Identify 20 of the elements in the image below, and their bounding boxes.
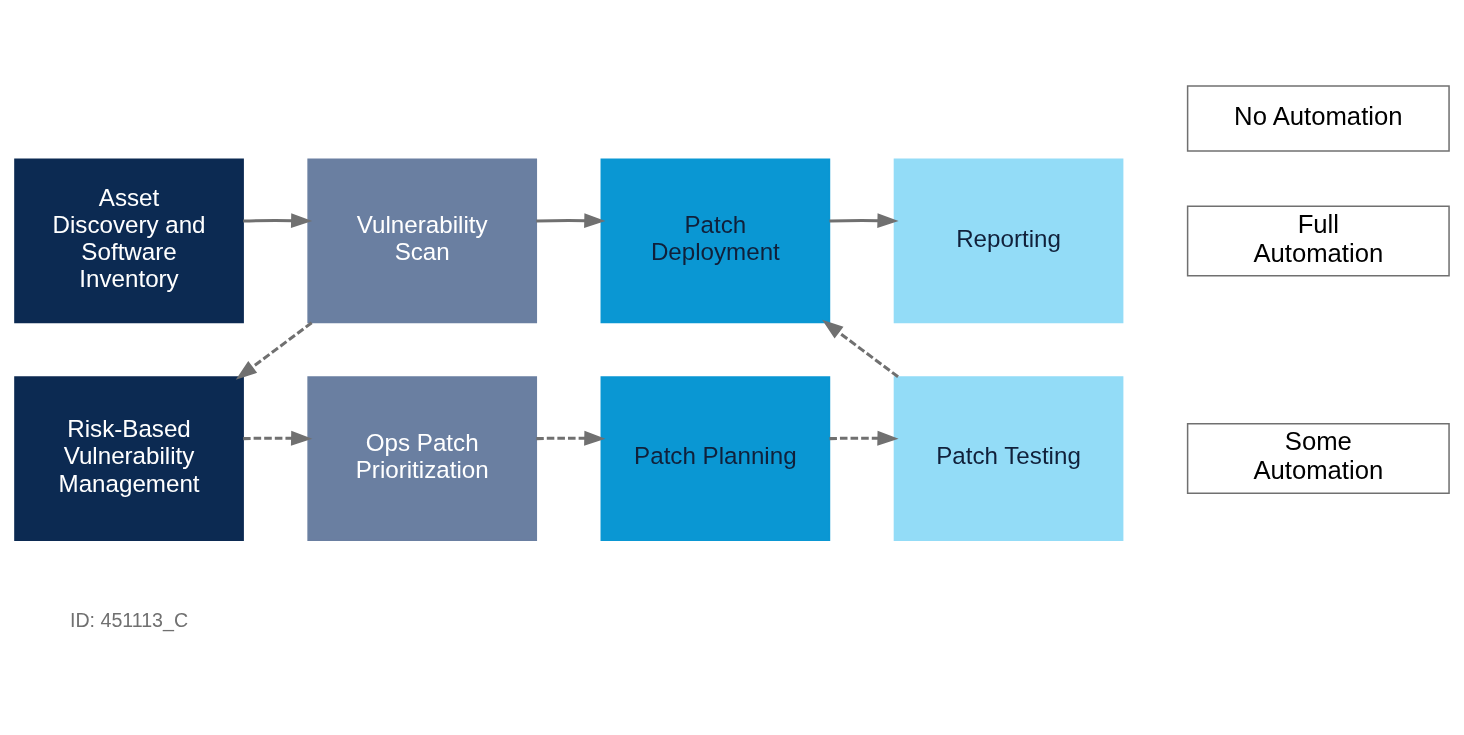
arrow (829, 430, 899, 446)
node-box: Some Automation (1186, 423, 1450, 495)
node-box: Asset Discovery and Software Inventory (14, 158, 244, 324)
node-box: Patch Deployment (600, 158, 831, 324)
arrow (829, 213, 899, 229)
node-box: Patch Testing (893, 376, 1124, 541)
node-box: Vulnerability Scan (307, 158, 538, 324)
arrow (536, 430, 606, 446)
node-box: Ops Patch Prioritization (307, 376, 538, 541)
node-box: Risk-Based Vulnerability Management (14, 376, 244, 541)
arrow (822, 319, 899, 378)
arrow (243, 213, 313, 229)
node-box: Patch Planning (600, 376, 831, 541)
arrow (243, 430, 313, 446)
arrow (536, 213, 606, 229)
node-box: No Automation (1186, 85, 1450, 152)
label: ID: 451113_C (69, 608, 189, 631)
node-box: Full Automation (1186, 205, 1450, 277)
node-box: Reporting (893, 158, 1124, 324)
arrow (235, 321, 313, 380)
